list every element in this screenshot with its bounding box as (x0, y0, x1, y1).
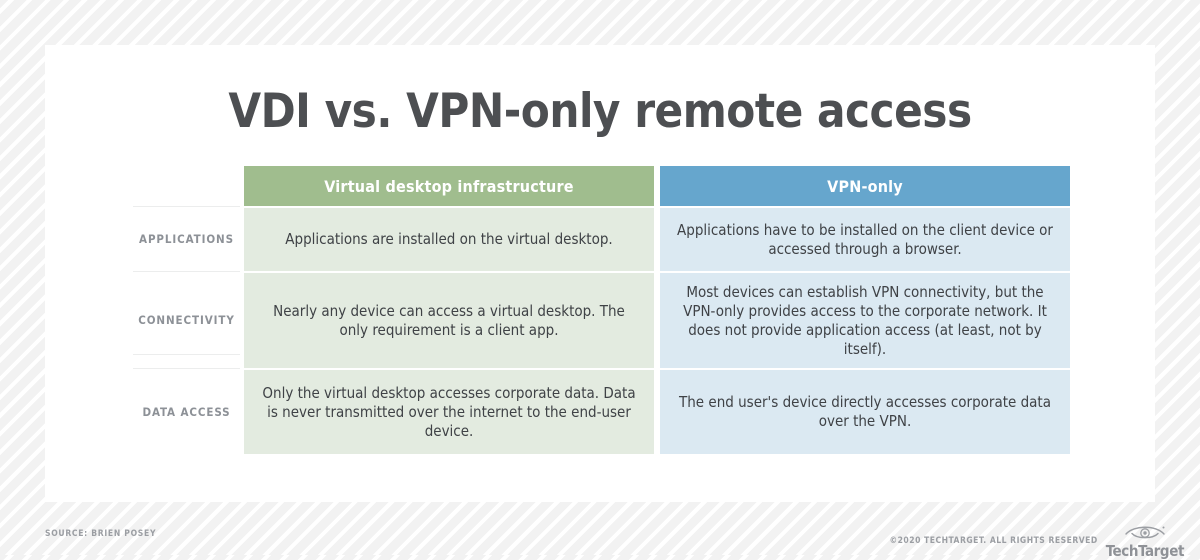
techtarget-wordmark: TechTarget (1105, 542, 1185, 560)
cell-connectivity-vdi: Nearly any device can access a virtual d… (244, 271, 654, 368)
row-label-connectivity: CONNECTIVITY (133, 271, 240, 368)
techtarget-logo: TechTarget (1106, 524, 1184, 559)
footer-brand: ©2020 TECHTARGET. ALL RIGHTS RESERVED Te… (889, 524, 1184, 559)
table-row: DATA ACCESS Only the virtual desktop acc… (133, 368, 1070, 454)
cell-data-access-vpn: The end user's device directly accesses … (660, 368, 1070, 454)
cell-connectivity-vpn: Most devices can establish VPN connectiv… (660, 271, 1070, 368)
row-label-data-access: DATA ACCESS (133, 368, 240, 454)
cell-applications-vpn: Applications have to be installed on the… (660, 206, 1070, 271)
column-header-vpn: VPN-only (660, 166, 1070, 206)
row-label-applications: APPLICATIONS (133, 206, 240, 271)
page-title: VDI vs. VPN-only remote access (228, 84, 972, 139)
eye-icon (1124, 524, 1166, 543)
comparison-table: Virtual desktop infrastructure VPN-only … (133, 166, 1070, 454)
source-credit: SOURCE: BRIEN POSEY (45, 529, 157, 539)
table-row: APPLICATIONS Applications are installed … (133, 206, 1070, 271)
column-header-vdi: Virtual desktop infrastructure (244, 166, 654, 206)
copyright-text: ©2020 TECHTARGET. ALL RIGHTS RESERVED (889, 535, 1098, 546)
table-header-row: Virtual desktop infrastructure VPN-only (133, 166, 1070, 206)
cell-data-access-vdi: Only the virtual desktop accesses corpor… (244, 368, 654, 454)
cell-applications-vdi: Applications are installed on the virtua… (244, 206, 654, 271)
table-row: CONNECTIVITY Nearly any device can acces… (133, 271, 1070, 368)
table-bottom-rule (133, 354, 240, 355)
header-corner-cell (133, 166, 240, 206)
content-card: VDI vs. VPN-only remote access Virtual d… (45, 45, 1155, 502)
